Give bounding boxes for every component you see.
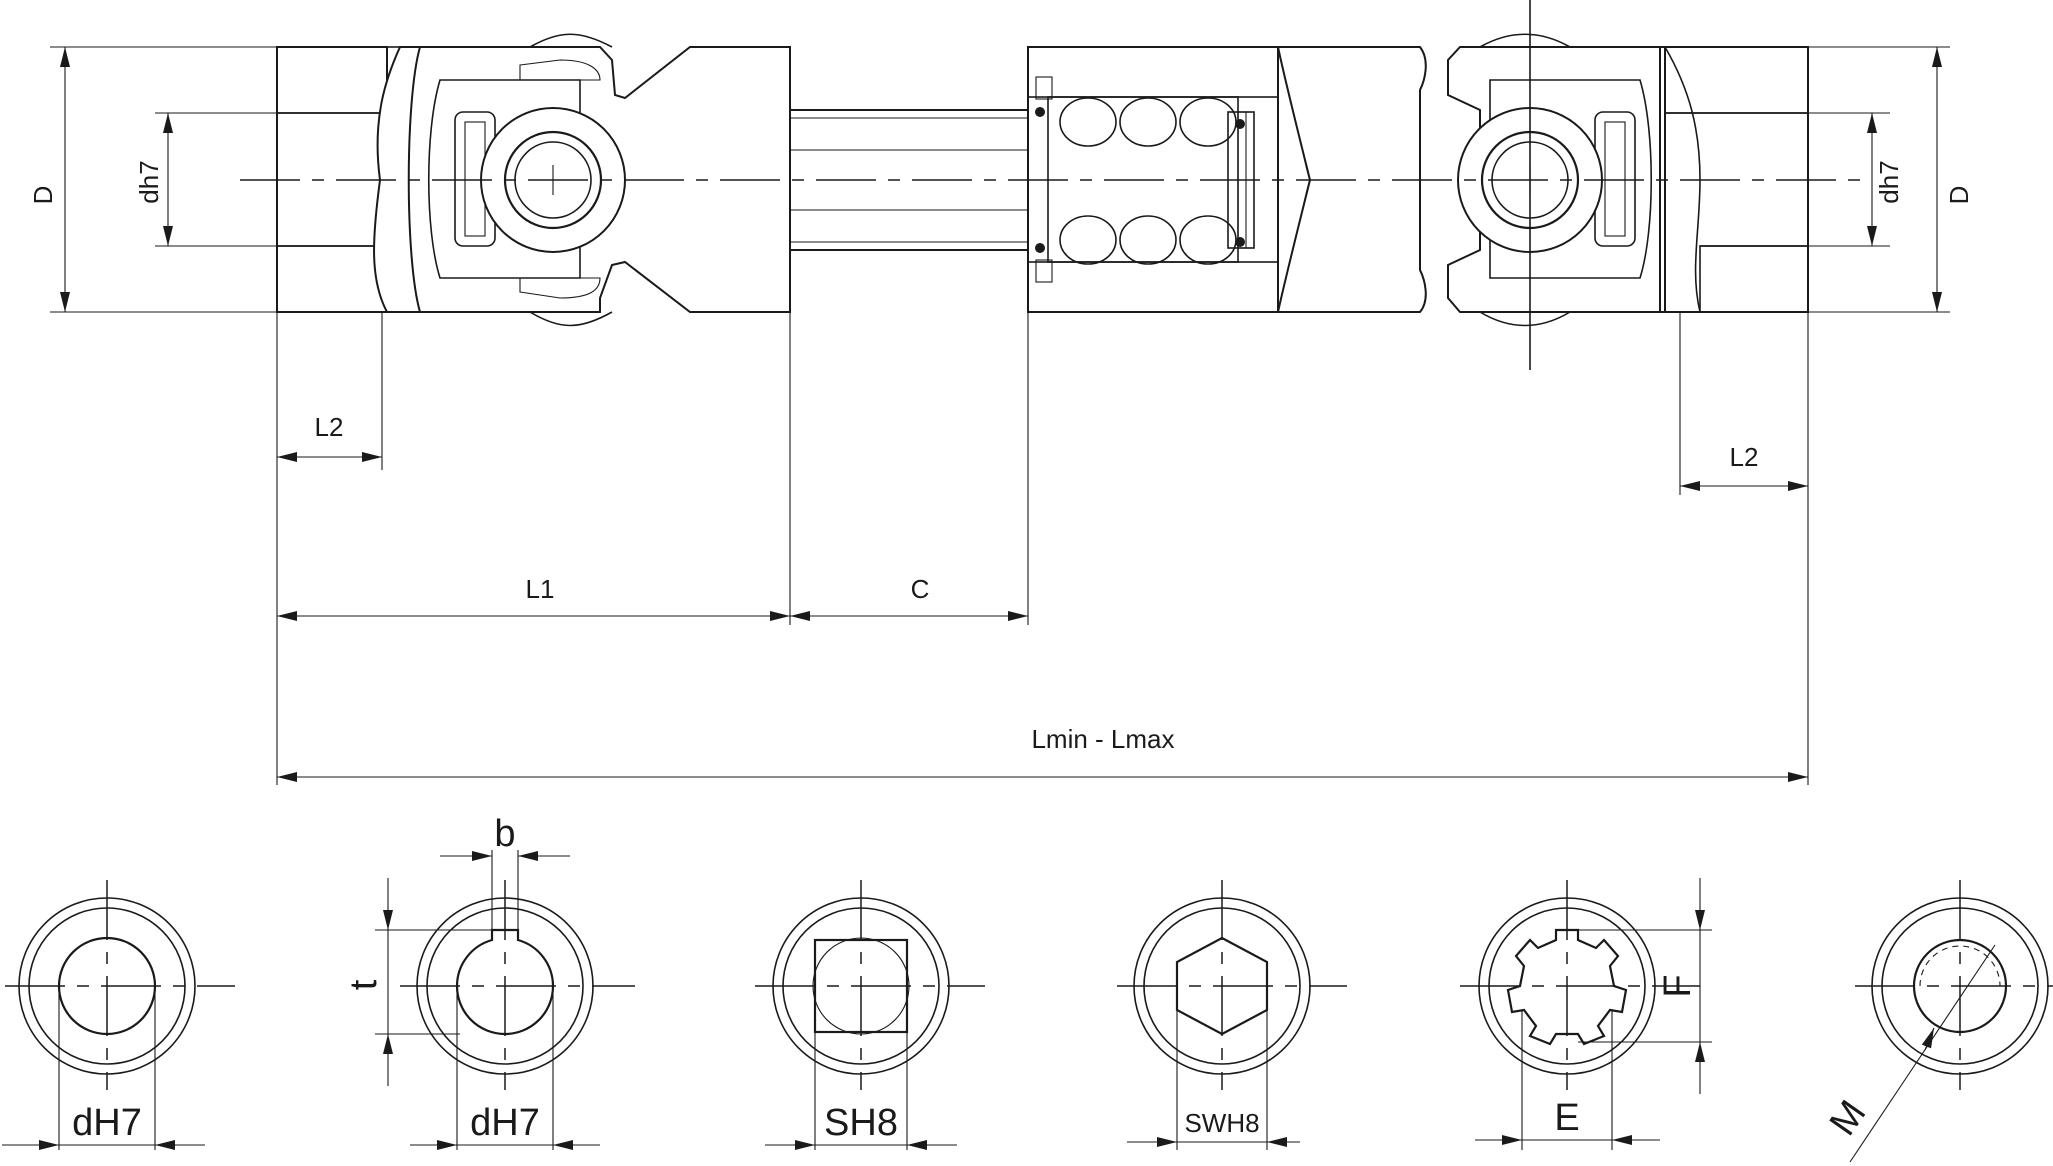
bore-label-plain: dH7 (72, 1102, 142, 1144)
right-joint (1447, 0, 1686, 370)
key-depth-t: t (343, 979, 385, 990)
dim-D-left: D (28, 186, 58, 205)
ball-bearing-row (1059, 97, 1237, 265)
bore-view-plain: dH7 (2, 880, 235, 1150)
bore-view-thread: M (1822, 880, 2053, 1163)
bore-view-hexagon: SWH8 (1117, 880, 1347, 1150)
dim-D-right: D (1944, 186, 1974, 205)
dim-dh7-left: dh7 (134, 160, 164, 203)
side-view-dimensions: D dh7 dh7 D L2 L2 L1 C (28, 46, 1974, 785)
side-view (240, 0, 1860, 370)
bore-view-keyway: b t dH7 (343, 813, 635, 1150)
key-width-b: b (494, 813, 515, 855)
bore-view-spline: F E (1460, 878, 1712, 1150)
dim-dh7-right: dh7 (1874, 160, 1904, 203)
spline-dim-F: F (1657, 974, 1699, 997)
dim-C: C (911, 574, 930, 604)
bore-label-keyway: dH7 (470, 1102, 540, 1144)
dim-L1: L1 (526, 574, 555, 604)
dim-Lmin-Lmax: Lmin - Lmax (1031, 724, 1174, 754)
dim-L2-right: L2 (1730, 442, 1759, 472)
bore-label-hexagon: SWH8 (1184, 1108, 1259, 1138)
bore-label-thread: M (1822, 1093, 1875, 1143)
bore-view-square: SH8 (755, 880, 985, 1150)
ball-sleeve (1027, 46, 1311, 313)
bore-views: dH7 b t dH7 (2, 813, 2053, 1163)
bore-label-spline: E (1554, 1097, 1579, 1139)
dim-L2-left: L2 (315, 412, 344, 442)
bore-label-square: SH8 (824, 1102, 898, 1144)
